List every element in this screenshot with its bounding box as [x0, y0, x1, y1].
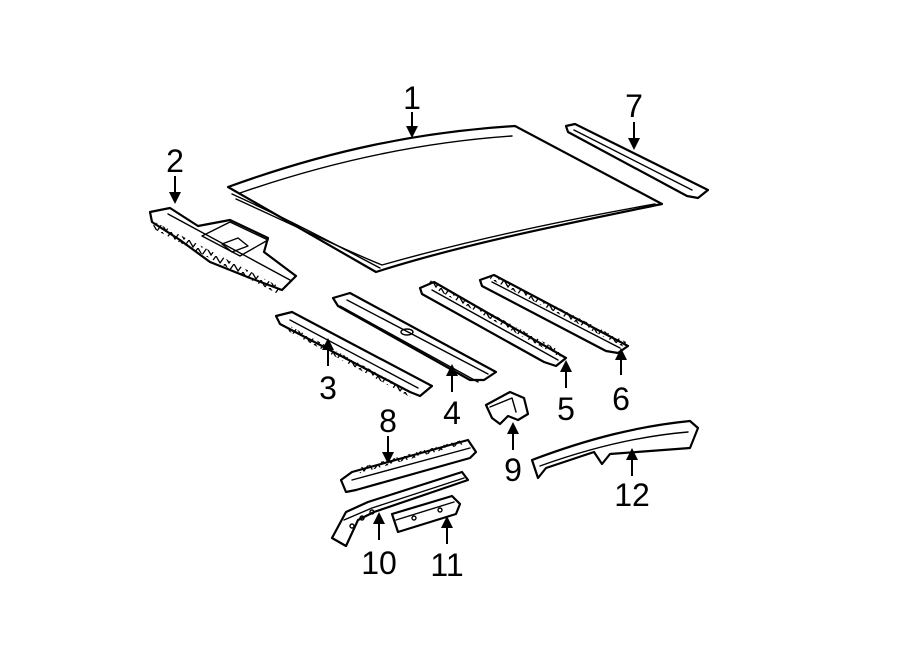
part-5-roof-bow[interactable] [418, 280, 568, 368]
arrowhead-5 [560, 360, 572, 372]
part-1-roof-panel[interactable] [226, 124, 664, 274]
callout-3: 3 [319, 370, 337, 406]
callout-9: 9 [504, 452, 522, 488]
arrowhead-12 [626, 448, 638, 460]
arrowhead-3 [322, 338, 334, 350]
arrowhead-7 [628, 138, 640, 150]
callout-12: 12 [614, 477, 650, 513]
arrowhead-1 [406, 126, 418, 138]
part-3-roof-bow[interactable] [274, 310, 434, 398]
part-8-rail[interactable] [339, 438, 478, 494]
callout-11: 11 [430, 547, 463, 583]
part-6-rear-header[interactable] [478, 273, 630, 355]
arrowhead-9 [507, 422, 519, 434]
part-12-roof-rail[interactable] [530, 419, 700, 480]
arrowhead-10 [373, 512, 385, 524]
part-2-front-header[interactable] [148, 206, 298, 294]
callout-1: 1 [403, 80, 421, 116]
callout-labels: 1 2 3 4 5 6 7 8 9 10 11 12 [166, 80, 650, 583]
callout-6: 6 [612, 381, 630, 417]
arrowhead-11 [441, 516, 453, 528]
part-10-reinforcement[interactable] [330, 470, 470, 548]
part-11-bracket[interactable] [390, 494, 462, 534]
part-4-roof-bow[interactable] [331, 291, 498, 383]
callout-2: 2 [166, 143, 184, 179]
arrowhead-8 [382, 452, 394, 464]
callout-5: 5 [557, 391, 575, 427]
callout-10: 10 [361, 545, 397, 581]
arrowhead-2 [169, 192, 181, 204]
callout-8: 8 [379, 403, 397, 439]
arrowhead-4 [446, 364, 458, 376]
callout-7: 7 [625, 88, 643, 124]
part-7-roof-molding[interactable] [564, 122, 710, 200]
arrowhead-6 [615, 348, 627, 360]
part-9-bracket[interactable] [484, 390, 530, 426]
arrowheads [169, 126, 640, 528]
callout-4: 4 [443, 395, 461, 431]
